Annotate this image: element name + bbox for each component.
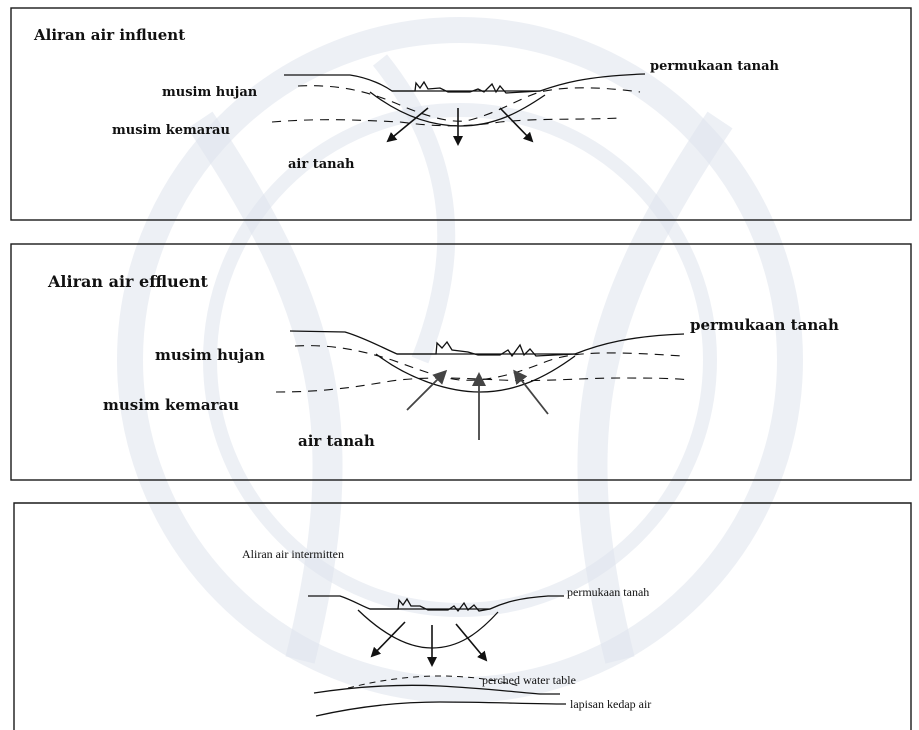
dry-season-label: musim kemarau (103, 396, 239, 414)
impermeable-layer-label: lapisan kedap air (570, 697, 651, 711)
dry-season-water-table (275, 377, 691, 393)
baseflow-arrow-right (513, 369, 549, 415)
ground-surface-line (308, 595, 564, 610)
surface-label: permukaan tanah (567, 585, 649, 599)
panel-effluent: Aliran air effluent musim hujan musim ke… (10, 243, 912, 481)
impermeable-layer-top (313, 684, 560, 695)
seepage-arrow-left (386, 107, 429, 143)
panel-influent: Aliran air influent musim hujan musim ke… (10, 7, 912, 221)
channel-bed-line (375, 353, 576, 393)
perched-water-table-label: perched water table (482, 673, 576, 687)
channel-bed-line (369, 91, 546, 127)
surface-label: permukaan tanah (690, 316, 839, 334)
surface-label: permukaan tanah (650, 59, 780, 74)
panel-frame-open (13, 502, 912, 730)
panel-title: Aliran air intermitten (242, 547, 344, 561)
baseflow-arrow-left (406, 369, 448, 411)
water-surface-line (392, 80, 541, 94)
perched-water-table (347, 675, 521, 689)
wet-season-label: musim hujan (162, 85, 258, 100)
groundwater-label: air tanah (298, 432, 375, 450)
seepage-arrow-right (499, 107, 534, 143)
ground-surface-line (289, 330, 685, 355)
impermeable-layer-bottom (315, 701, 567, 717)
groundwater-label: air tanah (288, 157, 355, 172)
ground-surface-line (284, 73, 646, 92)
water-surface-line (397, 340, 576, 358)
panel-title: Aliran air effluent (47, 272, 209, 291)
wet-season-label: musim hujan (155, 346, 265, 364)
water-surface-line (370, 597, 491, 613)
wet-season-water-table (294, 345, 683, 381)
panel-title: Aliran air influent (33, 26, 185, 44)
dry-season-label: musim kemarau (112, 123, 230, 138)
seepage-arrow-left (370, 621, 406, 658)
panel-intermittent: Aliran air intermitten permukaan tanah p… (13, 502, 912, 730)
watermark-seal (117, 17, 803, 703)
wet-season-water-table (297, 85, 641, 122)
seepage-arrow-right (455, 623, 488, 662)
